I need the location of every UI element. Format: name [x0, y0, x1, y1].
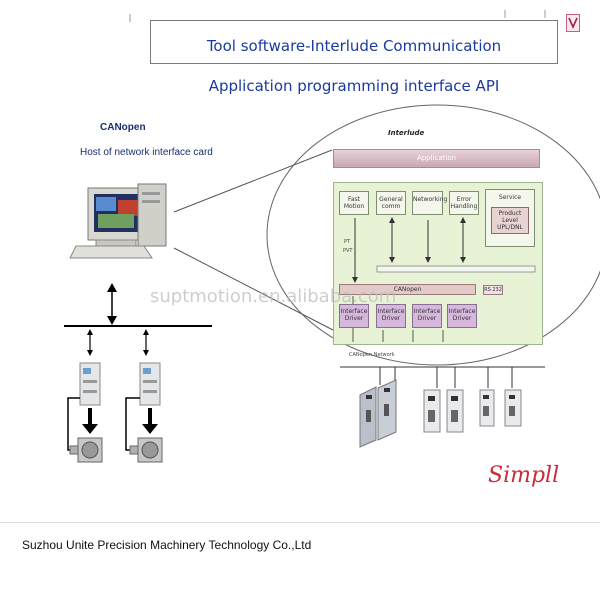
system-diagram — [64, 104, 600, 463]
interface-driver-3: Interface Driver — [412, 304, 442, 328]
watermark: suptmotion.en.alibaba.com — [150, 286, 397, 307]
interlude-arrows — [352, 217, 536, 342]
application-bar: Application — [333, 149, 540, 168]
servo-drive-icon — [377, 379, 397, 441]
rs232-box: RS 232 — [483, 285, 503, 295]
pt-label: PT — [344, 239, 351, 245]
page-subtitle: Application programming interface API — [208, 77, 500, 95]
service-label: Service — [498, 194, 522, 201]
servo-drive-icon — [446, 389, 464, 433]
servo-drive-icon — [139, 362, 161, 406]
corner-logo-icon — [566, 14, 580, 32]
module-fast-motion: Fast Motion — [339, 191, 369, 215]
host-label: Host of network interface card — [80, 147, 213, 158]
brand-logo: Simpll — [488, 463, 560, 488]
service-box: Service Product Level UPL/DNL — [485, 189, 535, 247]
product-level-box: Product Level UPL/DNL — [491, 207, 529, 234]
interlude-label: Interlude — [388, 129, 425, 137]
divider — [0, 522, 600, 523]
computer-icon — [69, 183, 167, 259]
interlude-callout-ellipse — [266, 104, 600, 366]
module-error-handling: Error Handling — [449, 191, 479, 215]
servo-drive-icon — [504, 389, 522, 427]
canopen-network-label: CANopen Network — [349, 352, 395, 358]
canopen-label: CANopen — [100, 122, 146, 133]
servo-drive-icon — [479, 389, 495, 427]
company-name: Suzhou Unite Precision Machinery Technol… — [22, 538, 312, 552]
servo-motor-icon — [129, 437, 163, 463]
servo-drive-icon — [79, 362, 101, 406]
canopen-bar: CANopen — [339, 284, 476, 295]
interface-driver-1: Interface Driver — [339, 304, 369, 328]
servo-drive-icon — [423, 389, 441, 433]
corner-decoration — [129, 10, 546, 22]
interface-driver-4: Interface Driver — [447, 304, 477, 328]
title-box — [150, 20, 558, 64]
module-networking: Networking — [412, 191, 447, 215]
servo-motor-icon — [69, 437, 103, 463]
servo-drive-icon — [359, 386, 377, 448]
module-general-comm: General comm — [376, 191, 406, 215]
page-title: Tool software-Interlude Communication — [206, 37, 502, 55]
pvt-label: PVT — [343, 248, 353, 254]
interface-driver-2: Interface Driver — [376, 304, 406, 328]
